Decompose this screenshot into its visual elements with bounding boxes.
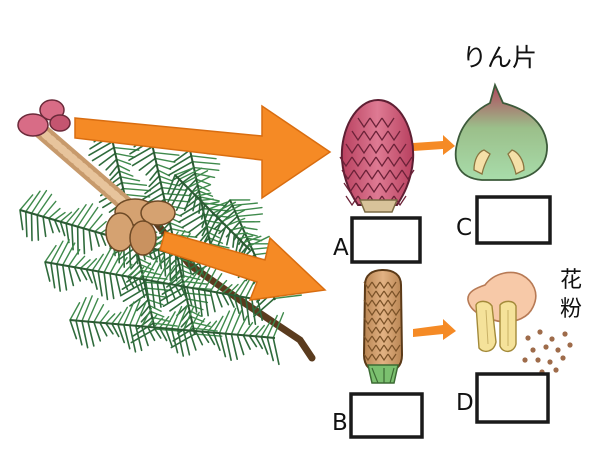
male-cone-illustration [362,268,404,384]
box-label-a: A [333,235,349,261]
box-label-c: C [456,215,472,241]
scale-illustration [454,82,548,181]
arrow-to-pollen-sac [413,319,456,340]
pollen-grains [522,329,573,375]
female-cone-illustration [339,98,415,213]
arrow-to-male-cone [159,231,327,301]
branch-female-cone [17,99,71,137]
answer-box-b[interactable] [349,392,424,439]
pollen-sac-illustration [467,271,537,353]
answer-box-d[interactable] [475,372,550,424]
branch-male-catkin [32,122,138,216]
box-label-b: B [332,410,348,436]
answer-box-a[interactable] [350,216,422,264]
answer-box-c[interactable] [475,195,552,245]
pollen-label-1: 花 [560,268,582,293]
pollen-label-2: 粉 [560,297,582,322]
arrow-to-scale [413,135,455,155]
scale-title-label: りん片 [462,43,537,72]
branch-male-cone-cluster [105,198,176,256]
arrow-to-female-cone [74,104,332,200]
box-label-d: D [456,390,474,416]
